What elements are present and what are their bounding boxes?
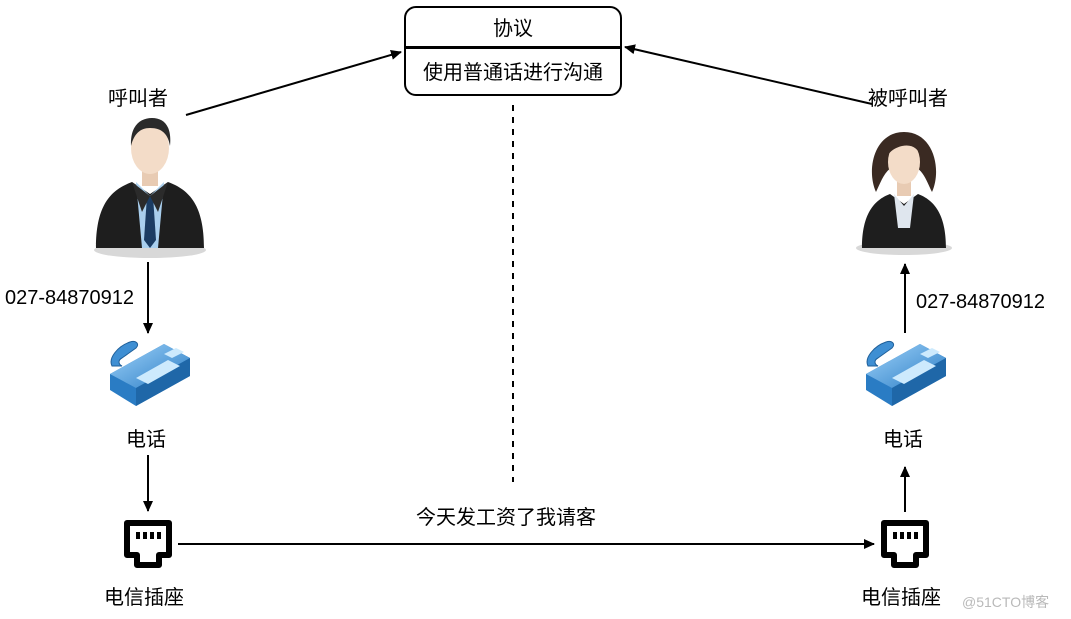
- callee-telephone-icon: [866, 341, 946, 406]
- caller-to-protocol-arrow: [185, 50, 402, 116]
- caller-socket-label: 电信插座: [104, 585, 184, 609]
- caller-label: 呼叫者: [108, 86, 168, 110]
- protocol-body: 使用普通话进行沟通: [423, 60, 603, 84]
- caller-phone-label: 电话: [126, 427, 166, 451]
- watermark: @51CTO博客: [962, 594, 1050, 610]
- caller-telephone-icon: [110, 341, 190, 406]
- protocol-divider: [406, 46, 620, 49]
- callee-phone-number: 027-84870912: [916, 291, 1046, 313]
- protocol-box: 协议 使用普通话进行沟通: [404, 6, 622, 96]
- businessman-icon: [94, 118, 206, 258]
- message-label: 今天发工资了我请客: [416, 505, 596, 529]
- callee-telecom-socket-icon: [881, 520, 929, 568]
- caller-telecom-socket-icon: [124, 520, 172, 568]
- callee-phone-label: 电话: [883, 427, 923, 451]
- callee-to-protocol-arrow: [624, 44, 873, 105]
- callee-label: 被呼叫者: [868, 86, 948, 110]
- callee-socket-label: 电信插座: [861, 585, 941, 609]
- businesswoman-icon: [856, 132, 952, 255]
- protocol-title: 协议: [493, 16, 533, 40]
- caller-phone-number: 027-84870912: [5, 287, 135, 309]
